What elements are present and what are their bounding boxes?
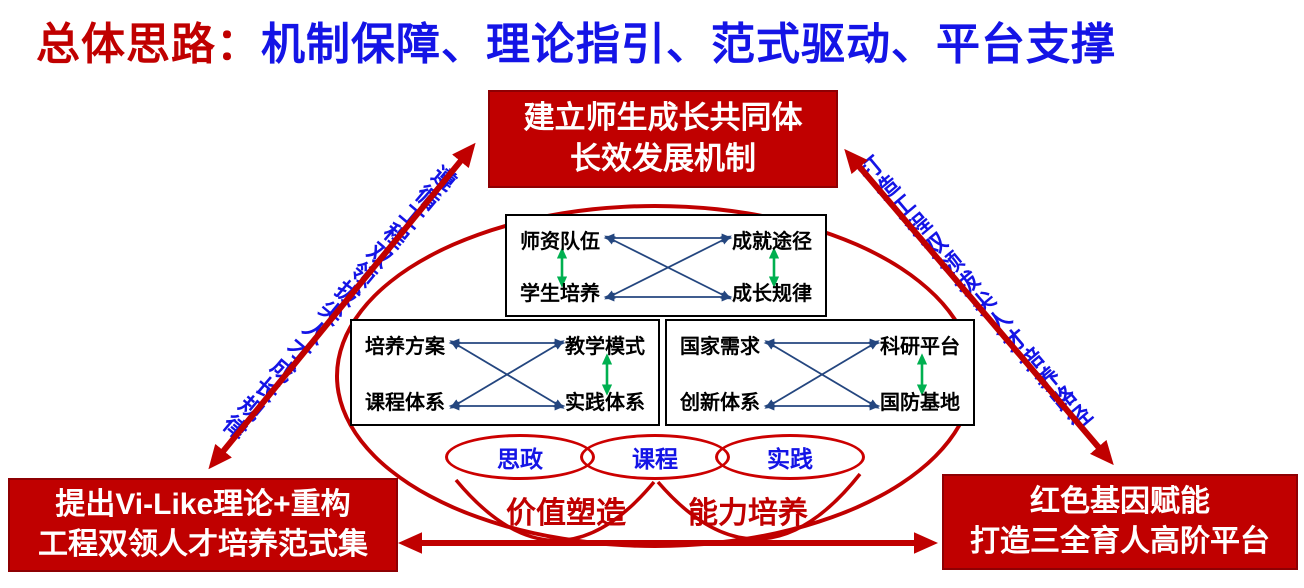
matrix-cell-growth-law: 成长规律 [732,283,812,305]
matrix-cell-innovation-system: 创新体系 [680,392,760,414]
node-mechanism: 建立师生成长共同体 长效发展机制 [488,90,838,188]
node-theory-line2: 工程双领人才培养范式集 [38,528,368,561]
title-prefix: 总体思路： [36,20,261,69]
node-mechanism-line1: 建立师生成长共同体 [523,100,803,136]
matrix-growth-connectors [556,233,780,302]
blue-cross-arrow [604,235,732,300]
venn-ellipse-ideology: 思政 [445,434,595,480]
caption-ability-cultivation: 能力培养 [688,497,808,530]
node-theory-paradigm: 提出Vi-Like理论+重构 工程双领人才培养范式集 [8,478,398,572]
node-platform: 红色基因赋能 打造三全育人高阶平台 [942,474,1298,570]
venn-ellipse-practice: 实践 [715,434,865,480]
matrix-cell-achievement-path: 成就途径 [732,231,812,253]
matrix-cell-national-demand: 国家需求 [680,336,760,358]
title-main: 机制保障、理论指引、范式驱动、平台支撑 [261,20,1116,69]
matrix-cell-teaching-mode: 教学模式 [565,336,645,358]
matrix-platform: 国家需求 科研平台 创新体系 国防基地 [665,319,975,426]
caption-value-shaping: 价值塑造 [506,497,626,530]
node-platform-line1: 红色基因赋能 [1030,485,1210,519]
slide-title: 总体思路：机制保障、理论指引、范式驱动、平台支撑 [36,8,1116,72]
node-platform-line2: 打造三全育人高阶平台 [970,525,1270,558]
node-theory-line1: 提出Vi-Like理论+重构 [55,488,351,522]
matrix-cell-research-platform: 科研平台 [880,336,960,358]
matrix-cell-student-cultivation: 学生培养 [520,283,600,305]
matrix-cell-curriculum-system: 课程体系 [365,392,445,414]
venn-label-ideology: 思政 [497,446,543,472]
matrix-cell-defense-base: 国防基地 [880,392,960,414]
matrix-teaching: 培养方案 教学模式 课程体系 实践体系 [350,319,660,426]
venn-label-curriculum: 课程 [632,446,678,472]
venn-label-practice: 实践 [767,446,813,472]
matrix-growth: 师资队伍 成就途径 学生培养 成长规律 [505,214,827,317]
venn-ellipse-curriculum: 课程 [580,434,730,480]
matrix-cell-cultivation-plan: 培养方案 [365,336,445,358]
matrix-cell-practice-system: 实践体系 [565,392,645,414]
node-mechanism-line2: 长效发展机制 [570,141,756,176]
matrix-cell-faculty: 师资队伍 [520,231,600,253]
